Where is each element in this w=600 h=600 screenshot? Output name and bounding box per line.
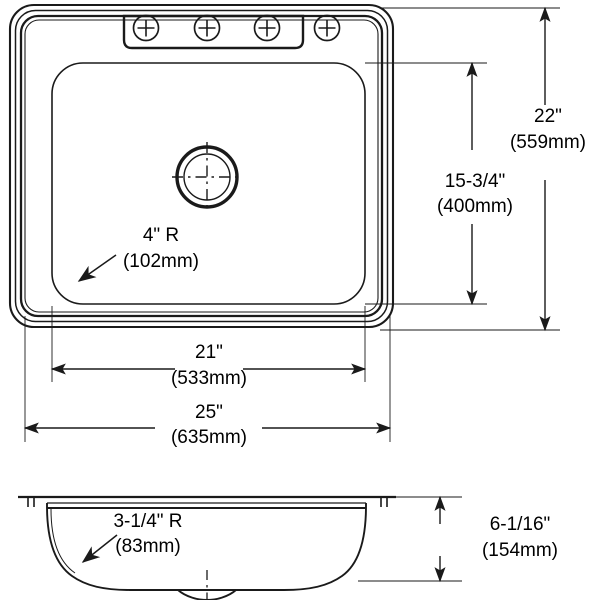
plan-vertical-extension-lines — [365, 7, 560, 331]
sink-rim-outline — [8, 3, 395, 329]
drain-boss — [177, 589, 237, 600]
dimension-bowl-depth-metric: (154mm) — [482, 540, 558, 561]
faucet-hole-3 — [253, 14, 281, 42]
dimension-bowl-height-imperial: 15-3/4" — [445, 171, 506, 192]
dimension-bowl-depth: 6-1/16" (154mm) — [434, 495, 558, 583]
dimension-overall-width: 25" (635mm) — [23, 402, 392, 448]
dimension-overall-width-metric: (635mm) — [171, 427, 247, 448]
corner-radius-leader — [77, 254, 117, 282]
faucet-hole-group — [132, 14, 341, 42]
section-view: 3-1/4" R (83mm) 6-1/16" (154mm) — [18, 495, 558, 600]
dimension-overall-height-imperial: 22" — [534, 106, 562, 127]
dimension-bowl-width: 21" (533mm) — [50, 342, 367, 389]
dimension-bowl-height: 15-3/4" (400mm) — [437, 61, 513, 306]
drain-opening — [172, 142, 242, 212]
bowl-opening-outline — [51, 62, 366, 305]
section-extension-lines — [358, 496, 462, 582]
dimension-overall-width-imperial: 25" — [195, 402, 223, 423]
bowl-radius-leader — [81, 534, 118, 563]
bowl-section-inner-line — [50, 508, 76, 574]
faucet-hole-1 — [132, 14, 160, 42]
mounting-clip-right — [380, 497, 388, 507]
dimension-bowl-width-imperial: 21" — [195, 342, 223, 363]
faucet-hole-4 — [313, 14, 341, 42]
plan-view: 21" (533mm) 25" (635mm) 15-3/4" (400mm) — [8, 3, 586, 448]
section-rim-band — [47, 502, 366, 509]
faucet-hole-2 — [193, 14, 221, 42]
dimension-bowl-depth-imperial: 6-1/16" — [490, 514, 551, 535]
callout-corner-radius-metric: (102mm) — [123, 251, 199, 272]
dimension-overall-height: 22" (559mm) — [510, 6, 586, 332]
dimension-bowl-height-metric: (400mm) — [437, 196, 513, 217]
dimension-overall-height-metric: (559mm) — [510, 132, 586, 153]
bowl-section-profile — [46, 503, 367, 591]
callout-corner-radius-imperial: 4" R — [143, 225, 179, 246]
callout-bowl-radius-metric: (83mm) — [115, 536, 180, 557]
mounting-clip-left — [27, 497, 35, 507]
callout-bowl-radius-imperial: 3-1/4" R — [113, 511, 182, 532]
dimension-bowl-width-metric: (533mm) — [171, 368, 247, 389]
faucet-deck-ledge — [122, 14, 305, 50]
